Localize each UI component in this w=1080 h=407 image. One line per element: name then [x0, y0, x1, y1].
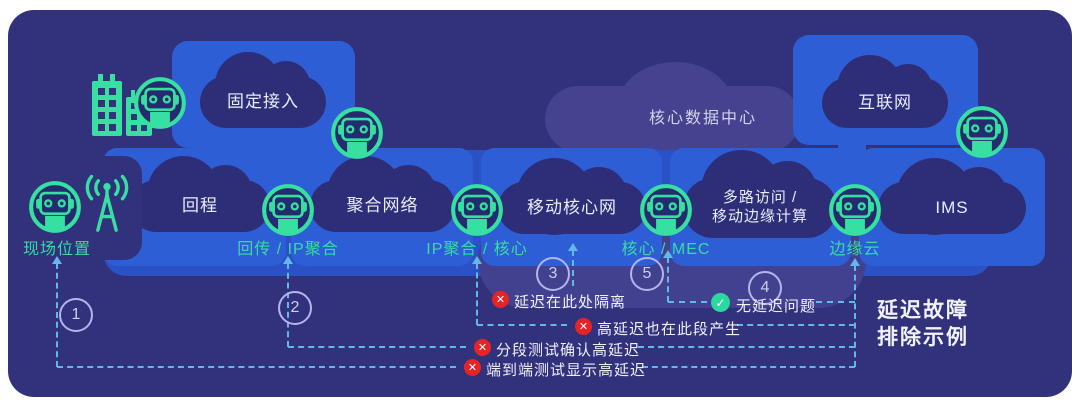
robot-agent-icon-fixed-access: [330, 106, 384, 160]
fail-icon-segmented-test: ✕: [474, 339, 491, 356]
dash-line1-right: [642, 366, 855, 368]
dash-line2-left: [288, 346, 466, 348]
ok-icon-no-latency: ✓: [711, 293, 730, 312]
internet-cloud: 互联网: [822, 55, 948, 128]
dash-vertical-site: [56, 263, 58, 367]
ims-cloud: IMS: [878, 158, 1026, 236]
mobile-core-label: 移动核心网: [527, 198, 617, 218]
aggregation-cloud: 聚合网络: [310, 156, 455, 232]
junction-label-ip-core: IP聚合 / 核心: [426, 241, 528, 258]
step-2-badge: 2: [278, 291, 312, 325]
ims-label: IMS: [935, 198, 969, 218]
dash-vertical-edge-cloud: [854, 265, 856, 367]
arrow-up-edge-cloud: [850, 258, 860, 266]
diagram-title: 延迟故障 排除示例: [877, 297, 969, 351]
fixed-access-label: 固定接入: [227, 92, 299, 112]
dash-line3-left: [477, 324, 567, 326]
robot-agent-icon-buildings: [133, 76, 187, 130]
robot-agent-icon-edge-cloud: [828, 183, 882, 237]
multi-access-label-line2: 移动边缘计算: [711, 208, 808, 225]
junction-label-core-mec: 核心 / MEC: [621, 241, 711, 258]
step-4-badge: 4: [748, 271, 782, 305]
arrow-up-site: [52, 256, 62, 264]
diagram-title-line2: 排除示例: [877, 326, 969, 349]
core-datacenter-cloud-bump: [618, 62, 733, 150]
junction-label-edge-cloud: 边缘云: [829, 241, 881, 258]
junction-label-backhaul-ip: 回传 / IP聚合: [237, 241, 339, 258]
robot-agent-icon-ip-core: [450, 183, 504, 237]
dash-line4-right: [816, 301, 855, 303]
diagram-title-line1: 延迟故障: [877, 299, 969, 322]
dash-vertical-ip-core: [476, 263, 478, 325]
fail-icon-isolated: ✕: [492, 291, 509, 308]
arrow-up-ip-core: [472, 256, 482, 264]
robot-agent-icon-backhaul-ip: [261, 183, 315, 237]
arrow-up-core-mec: [663, 250, 673, 258]
fail-icon-high-latency-segment: ✕: [575, 318, 592, 335]
robot-agent-icon-internet: [955, 105, 1009, 159]
antenna-icon: [85, 174, 129, 232]
multi-access-label-line1: 多路访问 /: [722, 189, 798, 207]
note-segmented-test-confirms: 分段测试确认高延迟: [496, 342, 641, 359]
robot-agent-icon-core-mec: [639, 183, 693, 237]
fail-icon-e2e-test: ✕: [464, 359, 481, 376]
backhaul-cloud: 回程: [130, 156, 270, 232]
step-1-badge: 1: [59, 298, 93, 332]
junction-label-site: 现场位置: [22, 241, 91, 258]
dash-line2-right: [638, 346, 855, 348]
note-e2e-test-shows: 端到端测试显示高延迟: [486, 362, 647, 379]
dash-vertical-mobile-core: [572, 250, 574, 286]
step-3-badge: 3: [536, 257, 570, 291]
robot-agent-icon-site: [28, 180, 82, 234]
mobile-core-cloud: 移动核心网: [498, 158, 646, 236]
dash-vertical-core-mec: [667, 257, 669, 302]
arrow-up-mobile-core: [568, 243, 578, 251]
dash-line3-right: [737, 324, 855, 326]
note-isolated-here: 延迟在此处隔离: [514, 294, 627, 311]
core-datacenter-label: 核心数据中心: [648, 110, 757, 127]
note-no-latency-issue: 无延迟问题: [736, 298, 817, 315]
backhaul-label: 回程: [182, 196, 218, 216]
internet-label: 互联网: [858, 93, 912, 113]
step-5-badge: 5: [630, 257, 664, 291]
multi-access-cloud: 多路访问 / 移动边缘计算: [683, 150, 837, 238]
note-high-latency-here-too: 高延迟也在此段产生: [597, 321, 742, 338]
aggregation-label: 聚合网络: [346, 196, 419, 216]
fixed-access-cloud: 固定接入: [200, 52, 326, 128]
arrow-up-backhaul-ip: [283, 256, 293, 264]
dash-line4-left: [668, 301, 707, 303]
dash-line1-left: [57, 366, 456, 368]
